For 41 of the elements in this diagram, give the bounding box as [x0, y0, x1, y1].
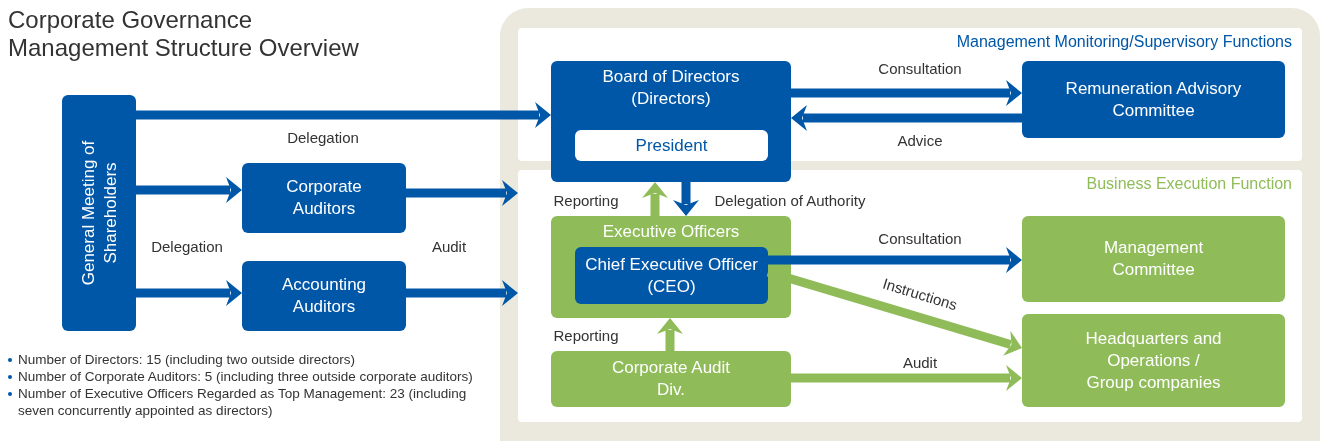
arrow [791, 105, 1022, 131]
arrow [791, 80, 1022, 106]
org-box [551, 351, 791, 407]
org-box [242, 261, 406, 331]
role-box [575, 247, 768, 304]
arrow [768, 247, 1022, 273]
arrow [136, 177, 242, 203]
arrow [673, 182, 699, 216]
arrow [642, 182, 668, 216]
box-label: Accounting Auditors [280, 274, 368, 318]
box-label: Chief Executive Officer (CEO) [584, 253, 759, 298]
box-label: Corporate Auditors [285, 176, 363, 220]
box-label: Management Committee [1102, 237, 1205, 281]
note-text: Number of Directors: 15 (including two outside directors) [6, 351, 473, 368]
box-label: Corporate Audit Div. [611, 357, 731, 401]
org-box [1022, 61, 1285, 138]
org-box [1022, 216, 1285, 302]
role-box [575, 130, 768, 161]
note-text: Number of Corporate Auditors: 5 (including three outside corporate auditors) [6, 368, 473, 385]
box-label: Board of Directors (Directors) [601, 66, 741, 110]
box-label: President [634, 134, 709, 157]
box-label: Headquarters and Operations / Group companies [1084, 327, 1223, 394]
org-box [62, 95, 136, 331]
title: Corporate Governance Management Structure Overview [8, 6, 360, 62]
panel-heading: Business Execution Function [1086, 175, 1292, 193]
panel-heading: Management Monitoring/Supervisory Functions [956, 33, 1292, 51]
box-label: Remuneration Advisory Committee [1064, 77, 1243, 122]
org-box [551, 216, 791, 318]
arrow [136, 102, 551, 128]
box-label: General Meeting of Shareholders [77, 139, 120, 288]
arrow [406, 280, 518, 306]
org-box [1022, 314, 1285, 407]
function-panel [518, 170, 1302, 422]
box-label: Executive Officers [601, 221, 741, 243]
arrow [136, 280, 242, 306]
arrow [791, 365, 1022, 391]
arrow [657, 318, 683, 351]
org-box [242, 163, 406, 233]
arrow [406, 180, 518, 206]
note-text: Number of Executive Officers Regarded as Top Management: 23 (including seven concurrently appointed as directors) [6, 385, 473, 419]
org-box [551, 61, 791, 182]
